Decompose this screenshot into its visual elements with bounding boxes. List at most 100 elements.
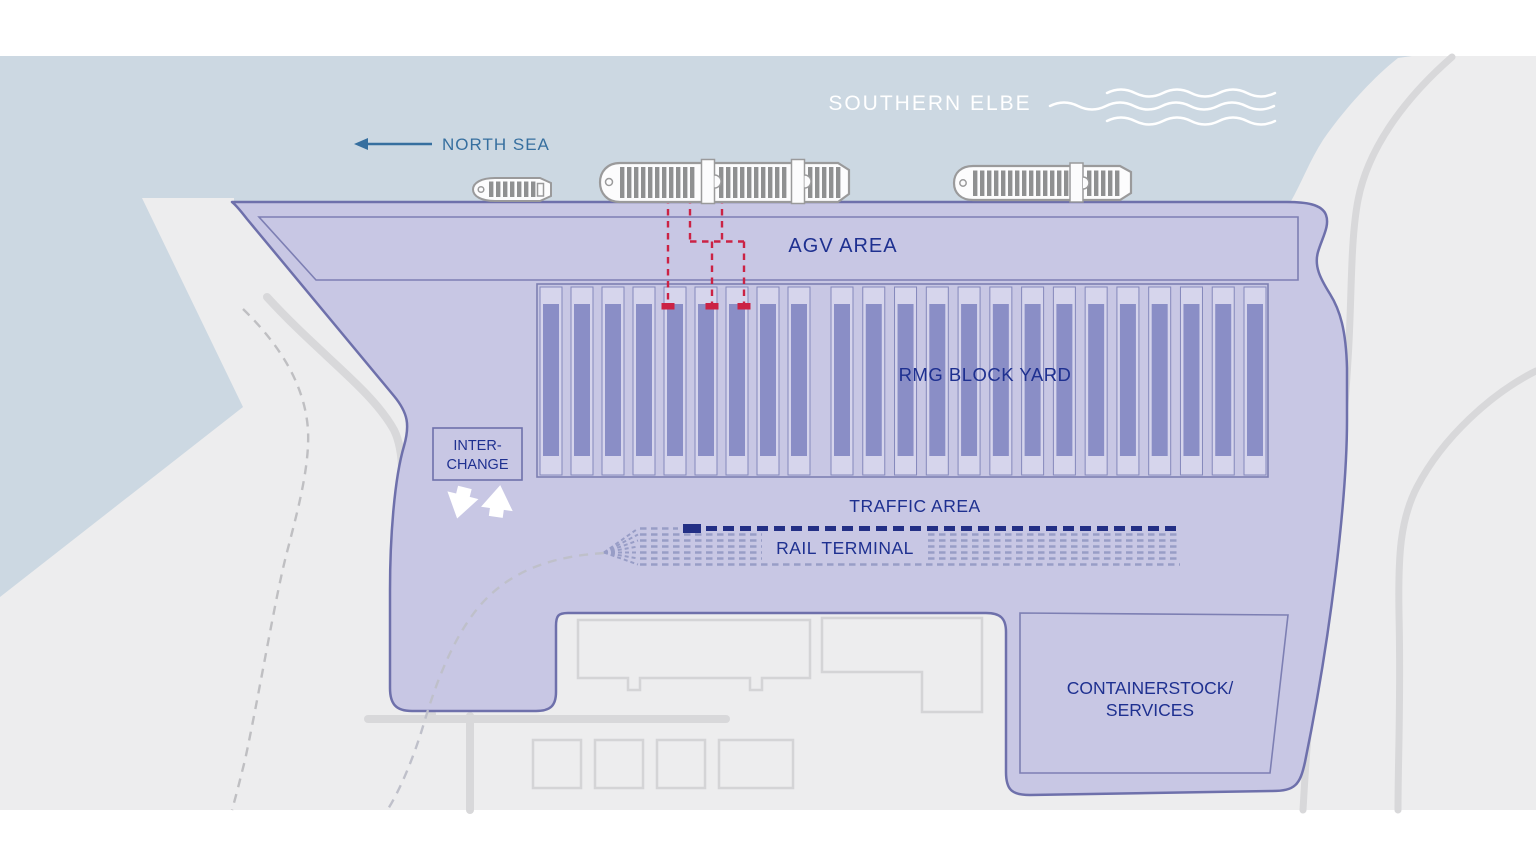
rmg-column-block bbox=[992, 304, 1009, 456]
sea-direction-label: NORTH SEA bbox=[442, 135, 550, 154]
interchange-arrows bbox=[447, 485, 513, 519]
dashed-roads bbox=[230, 308, 310, 811]
ship-container-bar bbox=[1043, 170, 1048, 196]
rmg-column-block bbox=[1247, 304, 1263, 456]
ship-container-bar bbox=[1050, 170, 1055, 196]
rail-fan bbox=[603, 527, 639, 566]
traffic-area-label: TRAFFIC AREA bbox=[849, 496, 980, 516]
ship-container-bar bbox=[973, 170, 978, 196]
interchange-label-line2: CHANGE bbox=[446, 457, 508, 473]
ship-container-bar bbox=[524, 181, 529, 197]
rmg-column-block bbox=[834, 304, 850, 456]
rmg-column-block bbox=[1183, 304, 1200, 456]
yard-label: RMG BLOCK YARD bbox=[899, 364, 1072, 385]
ship-porthole-icon bbox=[477, 185, 485, 194]
agv-area-box bbox=[257, 216, 1299, 281]
interchange-box bbox=[432, 427, 523, 481]
ship-container-bar bbox=[1094, 170, 1099, 196]
ship-container-bar bbox=[994, 170, 999, 196]
containerstock-label-line2: SERVICES bbox=[1106, 700, 1194, 720]
ship-container-bar bbox=[690, 167, 695, 198]
ship-container-bar bbox=[1015, 170, 1020, 196]
building-outline bbox=[576, 618, 812, 692]
lot-outline bbox=[655, 738, 707, 790]
crane-transfer-mark bbox=[661, 303, 675, 310]
arrow-down-icon bbox=[447, 485, 479, 519]
rmg-column-block bbox=[1151, 304, 1168, 456]
ship-container-bar bbox=[634, 167, 639, 198]
rmg-column-block bbox=[667, 304, 683, 456]
arrow-up-icon bbox=[481, 485, 513, 518]
ship-container-bar bbox=[1022, 170, 1027, 196]
rail-fan-track bbox=[603, 551, 639, 560]
rmg-column-block bbox=[574, 304, 590, 456]
containerstock-label-line1: CONTAINERSTOCK/ bbox=[1067, 678, 1234, 698]
ship-container-bar bbox=[676, 167, 681, 198]
ship-crane-slot bbox=[700, 158, 812, 205]
ship-large bbox=[598, 158, 851, 205]
crane-transfer-mark bbox=[705, 303, 719, 310]
rmg-column-block bbox=[1088, 304, 1105, 456]
rail-terminal bbox=[603, 524, 1180, 566]
ship-container-bar bbox=[489, 181, 494, 197]
ship-container-bar bbox=[1064, 170, 1069, 196]
ship-container-bar bbox=[761, 167, 766, 198]
ship-container-bar bbox=[740, 167, 745, 198]
ship-container-bar bbox=[620, 167, 625, 198]
ship-container-bar bbox=[747, 167, 752, 198]
ship-container-bar bbox=[641, 167, 646, 198]
north-sea-arrow-icon bbox=[354, 138, 432, 150]
rmg-column-block bbox=[961, 304, 978, 456]
ship-container-bar bbox=[980, 170, 985, 196]
ship-container-bar bbox=[510, 181, 515, 197]
rmg-column-block bbox=[1215, 304, 1232, 456]
ship-container-bar bbox=[987, 170, 992, 196]
ship-container-bar bbox=[1101, 170, 1106, 196]
crane-transfer-marks bbox=[661, 303, 751, 310]
containerstock-box bbox=[1019, 612, 1289, 774]
lot-outline bbox=[531, 738, 583, 790]
rail-terminal-label: RAIL TERMINAL bbox=[776, 538, 914, 558]
ship-container-bar bbox=[775, 167, 780, 198]
ship-porthole-icon bbox=[959, 179, 967, 187]
lot-outline bbox=[593, 738, 645, 790]
rmg-column-block bbox=[636, 304, 652, 456]
ship-container-bar bbox=[1029, 170, 1034, 196]
rail-track-rows bbox=[640, 527, 1180, 566]
rail-fan-track bbox=[603, 545, 639, 554]
ship-container-bar bbox=[627, 167, 632, 198]
ship-container-bar bbox=[726, 167, 731, 198]
rmg-column-block bbox=[1056, 304, 1073, 456]
ship-container-bar bbox=[782, 167, 787, 198]
ship-container-bar bbox=[822, 167, 827, 198]
rmg-column-block bbox=[791, 304, 807, 456]
ship-container-bar bbox=[669, 167, 674, 198]
ship-container-bar bbox=[1001, 170, 1006, 196]
ship-container-bar bbox=[1115, 170, 1120, 196]
ship-container-bar bbox=[648, 167, 653, 198]
ship-container-bar bbox=[655, 167, 660, 198]
wave-icon bbox=[1048, 88, 1277, 126]
ship-container-bar bbox=[517, 181, 522, 197]
rmg-column-block bbox=[729, 304, 745, 456]
agv-area-label: AGV AREA bbox=[788, 235, 897, 257]
ship-container-bar bbox=[768, 167, 773, 198]
ship-container-bar bbox=[1036, 170, 1041, 196]
rmg-yard-box bbox=[536, 283, 1269, 478]
ship-small bbox=[471, 177, 552, 202]
buildings bbox=[531, 616, 984, 790]
rmg-column-block bbox=[897, 304, 914, 456]
rmg-column-block bbox=[1119, 304, 1136, 456]
ship-container-bar bbox=[815, 167, 820, 198]
building-outline bbox=[820, 616, 984, 714]
ship-porthole-icon bbox=[604, 177, 614, 187]
rail-main-track-start bbox=[683, 524, 701, 533]
ship-container-bar bbox=[1057, 170, 1062, 196]
rmg-column-block bbox=[698, 304, 714, 456]
ship-medium bbox=[952, 162, 1133, 203]
ship-container-bar bbox=[836, 167, 841, 198]
interchange-label-line1: INTER- bbox=[453, 438, 502, 454]
gate-dashed-road bbox=[386, 551, 605, 810]
